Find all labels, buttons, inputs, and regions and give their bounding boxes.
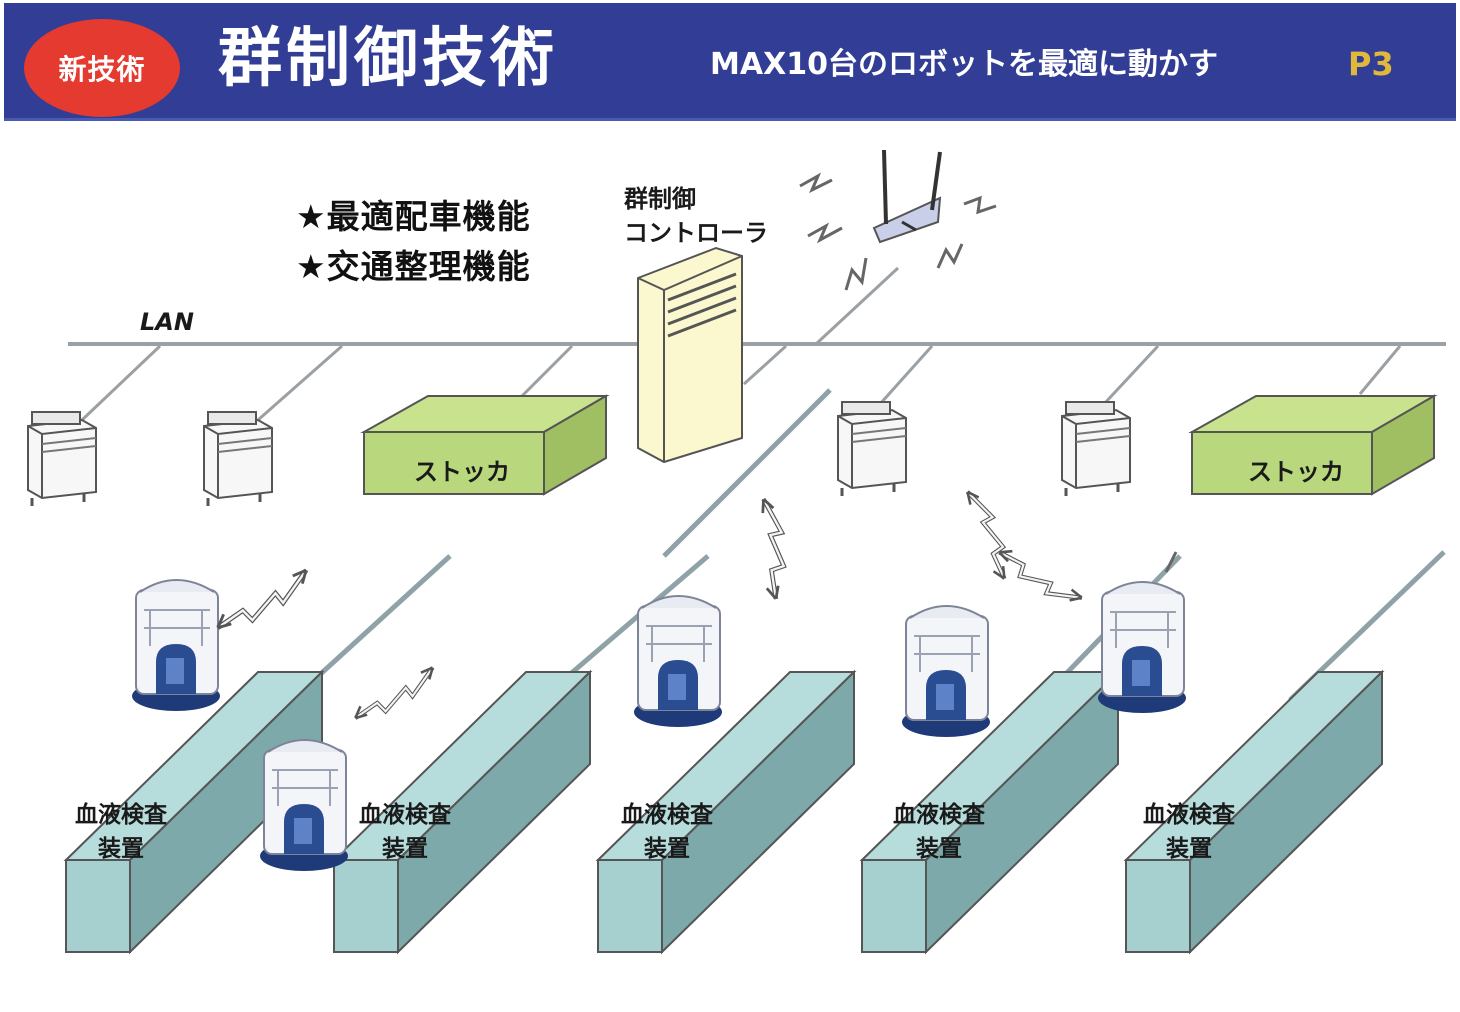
feature-item: ★最適配車機能 <box>296 197 531 236</box>
radio-link-icon <box>727 499 813 599</box>
wireless-antenna-icon <box>872 149 942 244</box>
page-title: 群制御技術 <box>218 22 558 96</box>
blood-test-device-5 <box>1123 669 1385 955</box>
stocker-2 <box>1188 394 1438 496</box>
stocker-1 <box>360 394 610 496</box>
printer-terminal-icon <box>202 410 274 508</box>
radio-wave-marks <box>799 172 997 291</box>
printer-terminal-icon <box>836 400 908 498</box>
robot-icon <box>901 605 991 738</box>
robot-icon <box>1097 581 1187 714</box>
lan-drop-lines <box>80 266 1402 422</box>
device-label: 血液検査 装置 <box>621 802 713 862</box>
lan-label: LAN <box>140 308 194 336</box>
controller-label: 群制御 コントローラ <box>624 185 768 247</box>
title-banner: 新技術 群制御技術 MAX10台のロボットを最適に動かす P3 <box>4 3 1456 121</box>
blood-test-device-2 <box>331 669 593 955</box>
robot-icon <box>259 739 349 872</box>
radio-link-icon <box>218 570 306 628</box>
page-subtitle: MAX10台のロボットを最適に動かす <box>710 47 1218 82</box>
radio-link-icon <box>999 528 1081 622</box>
radio-wave-mark <box>1164 551 1178 573</box>
stocker-label: ストッカ <box>414 458 510 486</box>
robot-icon <box>131 579 221 712</box>
device-label: 血液検査 装置 <box>359 802 451 862</box>
feature-list: ★最適配車機能 ★交通整理機能 <box>296 192 531 292</box>
blood-test-device-4 <box>859 669 1121 955</box>
feature-item: ★交通整理機能 <box>296 247 531 286</box>
blood-test-device-3 <box>595 669 857 955</box>
robot-icon <box>633 595 723 728</box>
stocker-label: ストッカ <box>1248 458 1344 486</box>
group-controller-server <box>637 246 743 464</box>
blood-test-device-1 <box>63 669 325 955</box>
radio-link-icon <box>355 668 432 718</box>
device-label: 血液検査 装置 <box>893 802 985 862</box>
radio-link-icon <box>954 492 1018 579</box>
device-label: 血液検査 装置 <box>75 802 167 862</box>
new-tech-badge: 新技術 <box>24 19 180 117</box>
device-label: 血液検査 装置 <box>1143 802 1235 862</box>
page-number: P3 <box>1348 45 1394 83</box>
printer-terminal-icon <box>1060 400 1132 498</box>
printer-terminal-icon <box>26 410 98 508</box>
